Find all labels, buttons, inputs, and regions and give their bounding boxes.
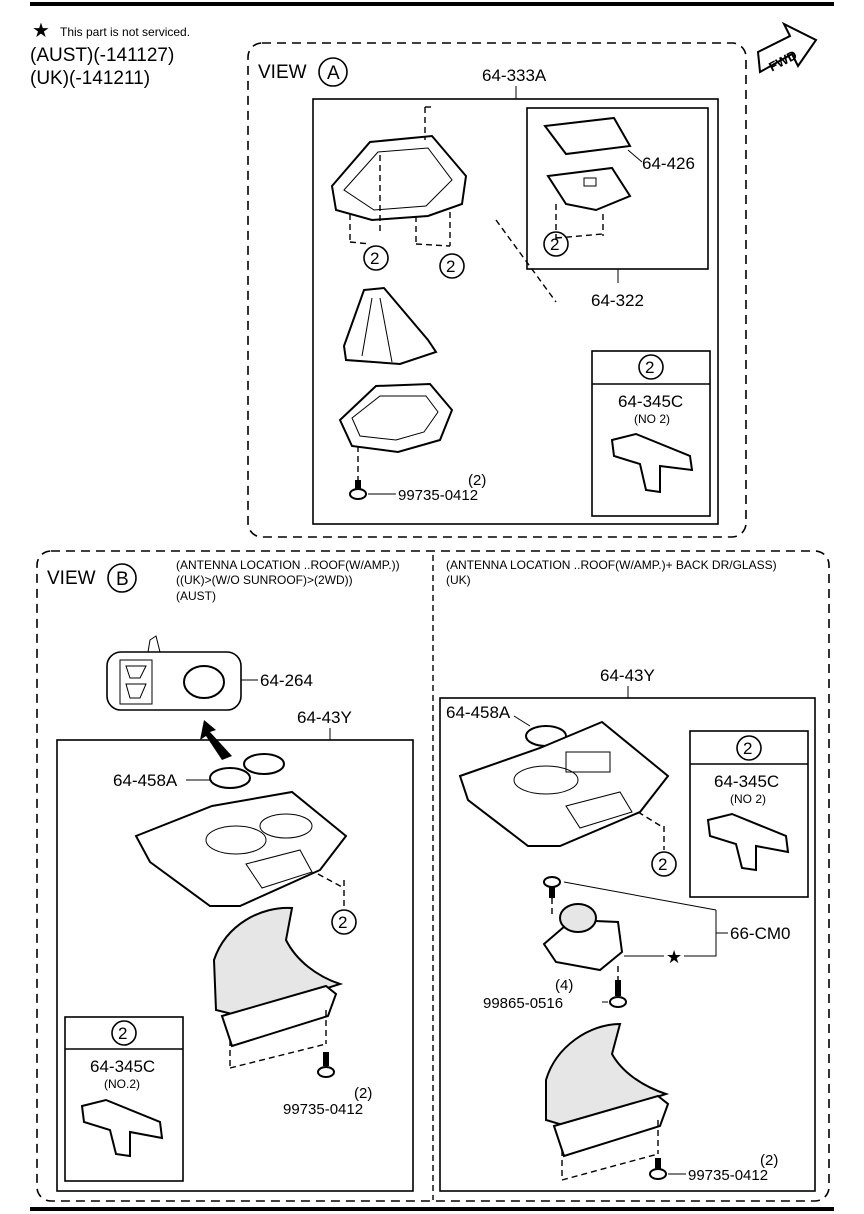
controller-label: 66-CM0 — [730, 924, 790, 943]
controller-star-icon: ★ — [666, 947, 682, 967]
clip-box-a-note: (NO 2) — [634, 412, 670, 426]
view-b-letter: B — [116, 569, 129, 590]
shift-boot-part — [342, 286, 438, 366]
aust-code: (AUST)(-141127) — [30, 45, 174, 66]
right-console-part — [458, 720, 670, 847]
clip-box-b-left-part: 64-345C — [90, 1057, 155, 1076]
bolt-label: 99865-0516 — [483, 995, 563, 1012]
clip-b-left-icon — [80, 1098, 164, 1158]
mat-box — [106, 651, 242, 711]
screw-b-left-label: 99735-0412 — [283, 1101, 363, 1118]
panel-label: 64-322 — [591, 291, 644, 310]
clip-callout-b1-num: 2 — [338, 913, 347, 932]
left-note-1: (ANTENNA LOCATION ..ROOF(W/AMP.)) — [176, 558, 400, 572]
assembly-box — [312, 98, 719, 525]
view-a-circle — [318, 57, 348, 87]
left-console-part — [134, 790, 348, 907]
left-console-box — [56, 739, 414, 1192]
screw-b-right-label: 99735-0412 — [688, 1167, 768, 1184]
clip-box-a — [591, 350, 711, 517]
clip-callout-a3-num: 2 — [446, 257, 455, 276]
clip-box-b-left-num: 2 — [118, 1024, 127, 1043]
left-console-label: 64-43Y — [297, 708, 352, 727]
screw-b-right-icon — [649, 1158, 667, 1180]
left-ring-label: 64-458A — [113, 771, 178, 790]
clip-box-b-left — [64, 1016, 184, 1182]
uk-code: (UK)(-141211) — [30, 68, 150, 89]
mat-label: 64-264 — [260, 671, 313, 690]
clip-callout-a1 — [543, 231, 569, 257]
right-ring-label: 64-458A — [446, 703, 511, 722]
screw-b-left-qty: (2) — [354, 1085, 372, 1102]
screw-b-right-qty: (2) — [760, 1152, 778, 1169]
left-note-2: ((UK)>(W/O SUNROOF)>(2WD)) — [176, 573, 353, 587]
mat-disc-icon — [183, 665, 225, 699]
screw-b-left-icon — [317, 1052, 335, 1078]
clip-a-icon — [610, 432, 694, 494]
clip-callout-b2-num: 2 — [658, 855, 667, 874]
ring-left-b — [243, 753, 285, 775]
view-a-letter: A — [327, 63, 340, 84]
clip-b-right-icon — [706, 812, 790, 872]
clip-box-b-right-note: (NO 2) — [730, 792, 766, 806]
screw-a-qty: (2) — [468, 472, 486, 489]
bottom-rule — [30, 1207, 834, 1211]
left-armrest-part — [212, 906, 344, 1018]
view-b-circle — [107, 563, 137, 593]
clip-callout-a3 — [439, 253, 465, 279]
bolt-qty: (4) — [555, 977, 573, 994]
clip-box-a-num: 2 — [645, 358, 654, 377]
clip-callout-a1-num: 2 — [550, 235, 559, 254]
clip-box-b-right-num: 2 — [743, 739, 752, 758]
clip-callout-a2 — [363, 245, 389, 271]
right-note-1: (ANTENNA LOCATION ..ROOF(W/AMP.)+ BACK D… — [446, 558, 777, 572]
top-rule — [30, 2, 834, 6]
fwd-arrow-icon: FWD — [756, 21, 818, 74]
cover-label: 64-426 — [642, 154, 695, 173]
view-b-frame — [36, 550, 830, 1202]
clip-box-b-right — [689, 730, 809, 898]
right-armrest-part — [545, 1022, 670, 1128]
bolt-icon — [609, 980, 627, 1008]
screw-a-label: 99735-0412 — [398, 487, 478, 504]
clip-callout-b2 — [651, 851, 677, 877]
star-icon: ★ — [32, 20, 50, 42]
right-note-2: (UK) — [446, 573, 471, 587]
left-note-3: (AUST) — [176, 589, 216, 603]
view-b-title: VIEW — [47, 568, 96, 589]
right-console-box — [439, 697, 816, 1192]
small-screw-icon — [543, 876, 561, 898]
shift-bezel-part — [330, 134, 468, 222]
screw-a-icon — [349, 480, 367, 500]
clip-callout-a2-num: 2 — [370, 249, 379, 268]
assembly-64-333a: 64-333A — [482, 66, 547, 85]
clip-box-a-part: 64-345C — [618, 392, 683, 411]
clip-box-b-left-note: (NO.2) — [104, 1077, 140, 1091]
star-note: This part is not serviced. — [60, 25, 190, 39]
clip-callout-b1 — [331, 909, 357, 935]
boot-frame-part — [338, 382, 454, 454]
view-a-frame — [247, 42, 747, 538]
panel-part — [546, 166, 632, 212]
view-a-title: VIEW — [258, 62, 307, 83]
ring-left-a — [209, 767, 251, 789]
right-console-label: 64-43Y — [600, 666, 655, 685]
cover-part — [543, 116, 632, 156]
clip-box-b-right-part: 64-345C — [714, 772, 779, 791]
